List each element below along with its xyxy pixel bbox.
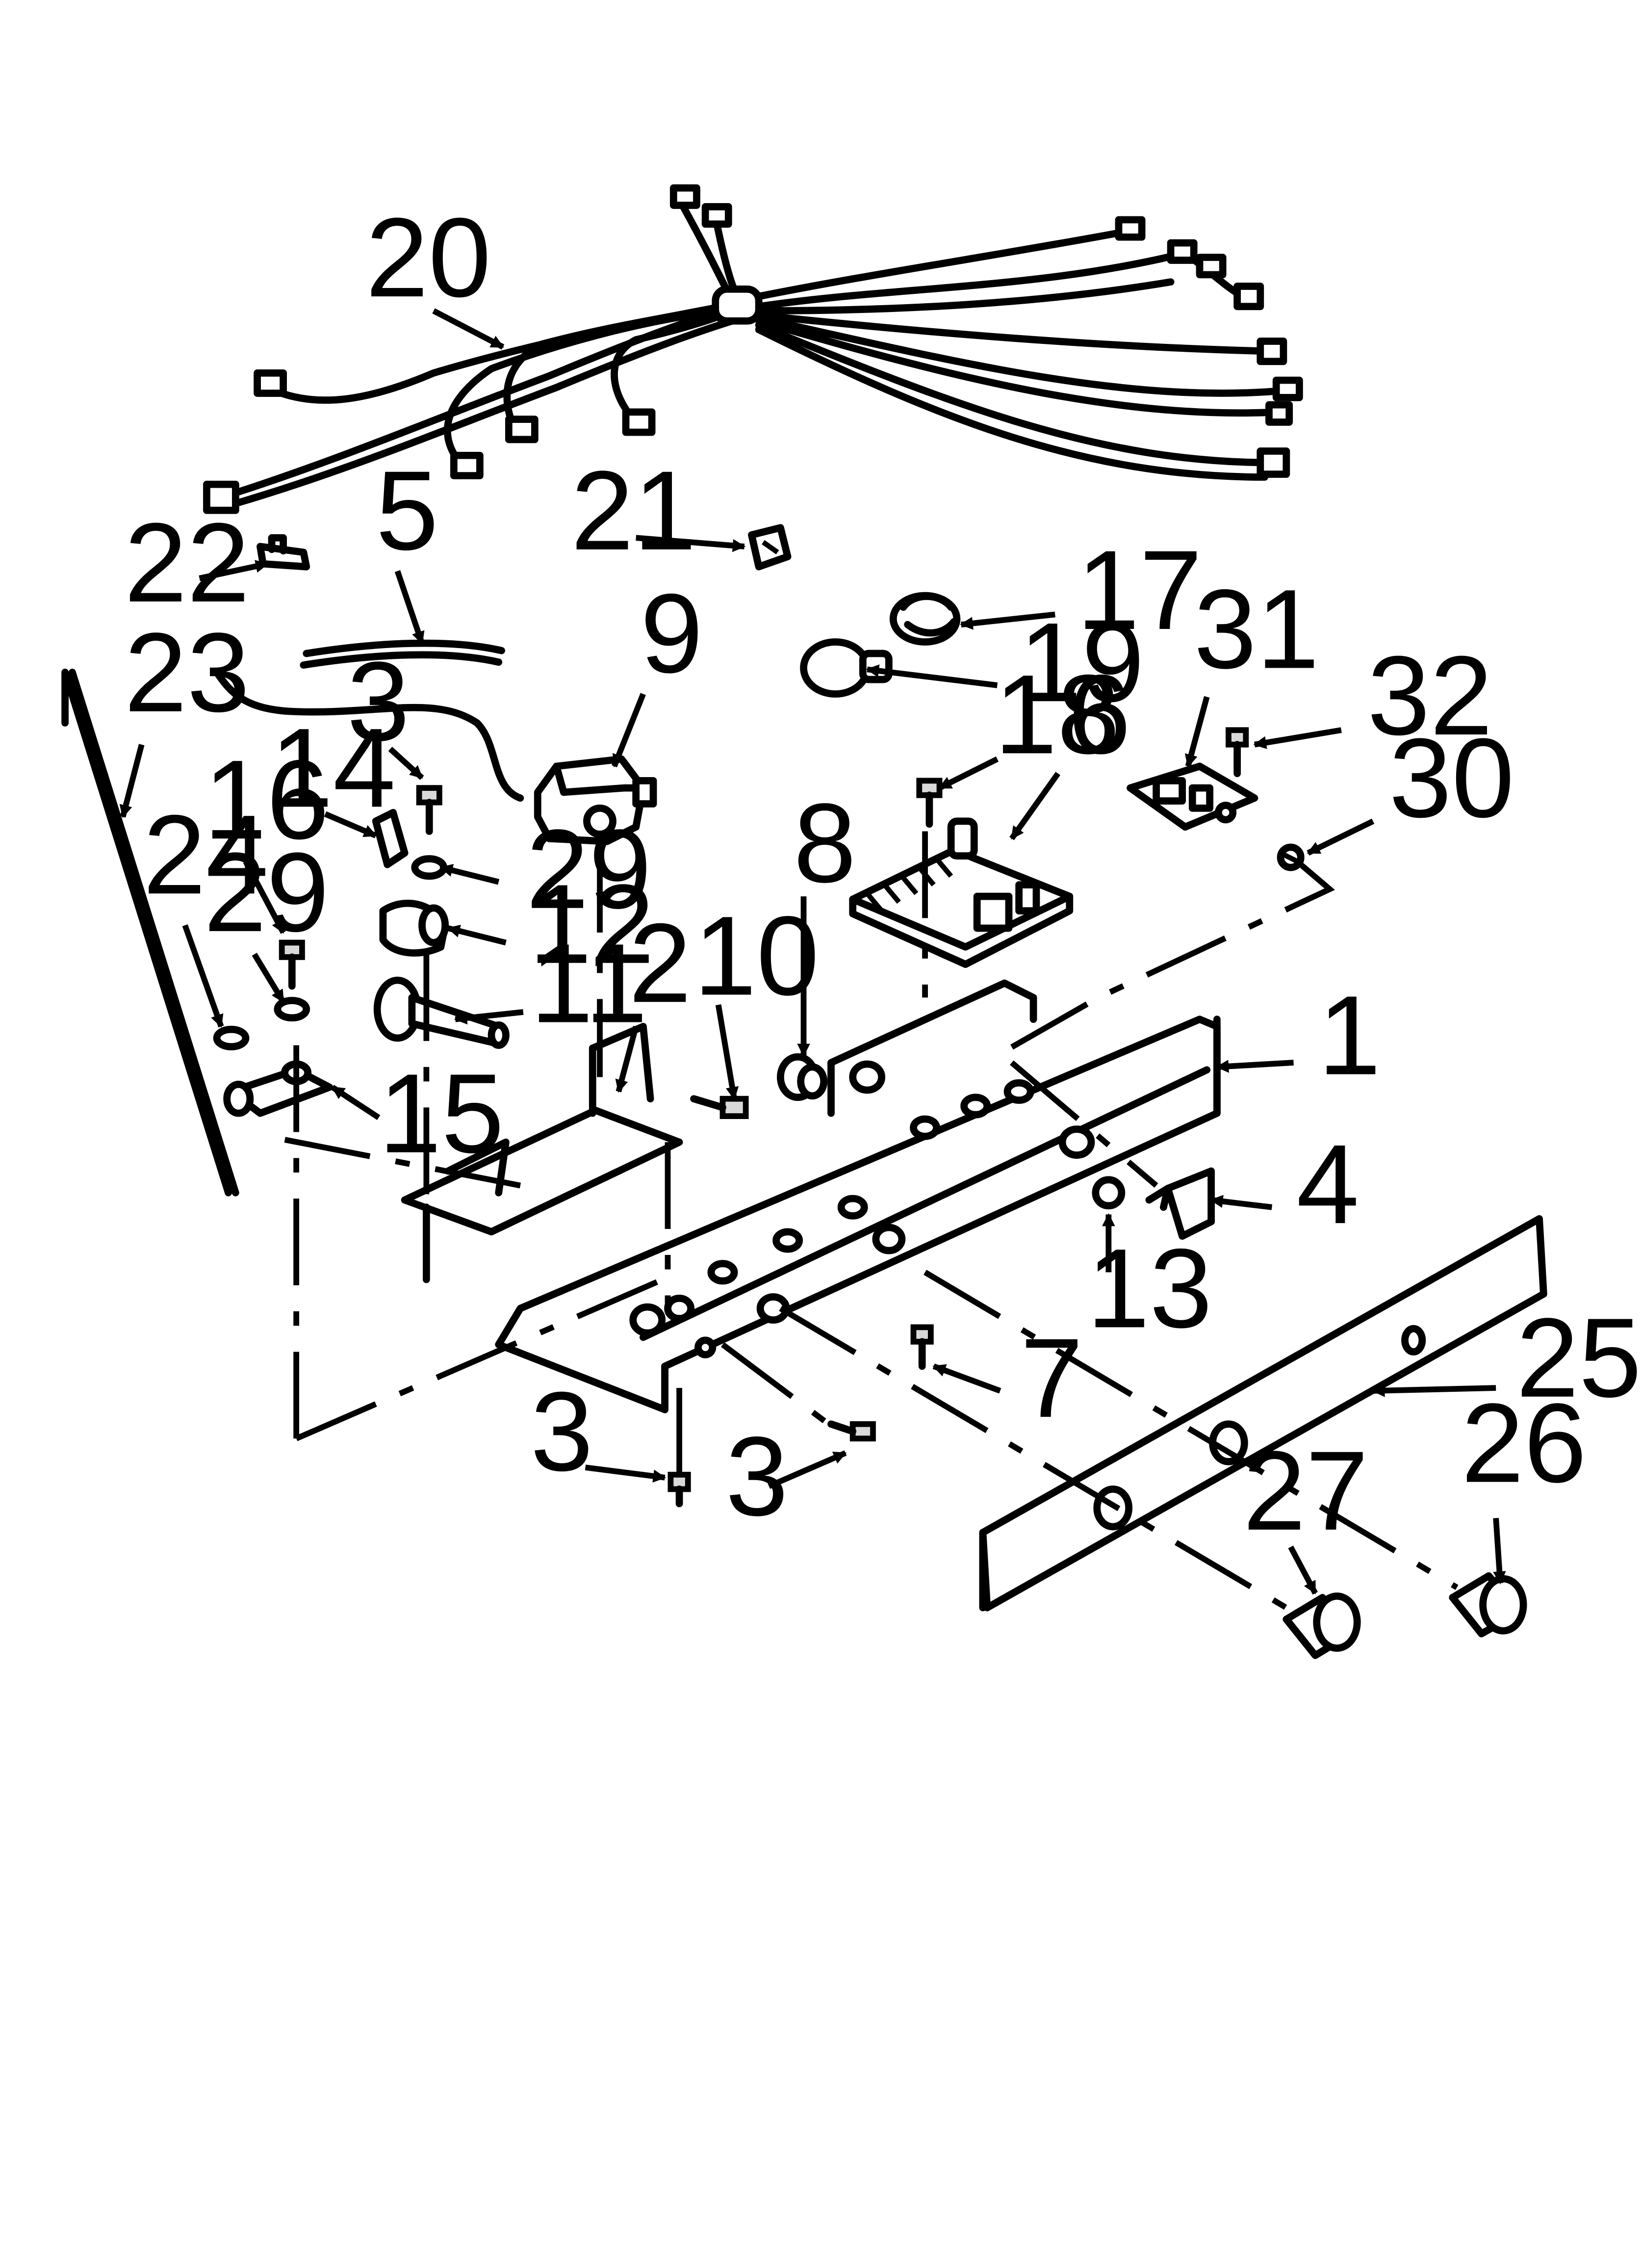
tube-part: [213, 639, 524, 802]
callout-24: 24: [143, 791, 269, 917]
callout-27: 27: [1243, 1428, 1368, 1554]
bracket-part-12: [379, 900, 449, 957]
callout-11: 11: [531, 920, 648, 1046]
callout-19: 19: [1019, 599, 1145, 725]
callout-3-bottom-right: 3: [725, 1413, 788, 1539]
callout-23: 23: [124, 609, 250, 735]
bracket-part-14: [372, 808, 409, 868]
clip-part: [257, 534, 310, 571]
callout-1: 1: [1318, 972, 1381, 1098]
callout-2: 2: [629, 900, 692, 1026]
callout-31: 31: [1194, 566, 1319, 692]
callout-3-top: 3: [347, 638, 410, 764]
callout-10: 10: [694, 893, 820, 1019]
screw-part-32: [1226, 727, 1249, 778]
callout-5: 5: [376, 447, 438, 574]
lamp-socket-part: [889, 592, 961, 646]
callout-arrows: [119, 308, 1506, 1595]
wire-harness: [203, 184, 1303, 514]
control-housing-part: [495, 979, 1221, 1413]
screw-part-3c: [827, 1420, 876, 1442]
screw-part-7: [910, 1324, 934, 1370]
screw-part-3a: [416, 785, 442, 835]
grommet-part-8: [777, 1053, 828, 1101]
washer-part-24: [213, 1025, 250, 1050]
screw-part-3b: [667, 1472, 691, 1508]
callout-6: 6: [1068, 651, 1131, 777]
callout-4: 4: [1296, 1121, 1359, 1247]
callout-29-left: 29: [204, 829, 330, 955]
callout-15: 15: [379, 1050, 504, 1176]
arm-part-15: [223, 1060, 334, 1117]
callout-3-bottom-left: 3: [531, 1368, 593, 1494]
assembly-lines: [259, 831, 1459, 1615]
callout-21: 21: [571, 447, 696, 574]
callout-7: 7: [1021, 1315, 1083, 1441]
callout-26: 26: [1461, 1380, 1587, 1506]
washer-part-29a: [411, 855, 448, 880]
callout-9: 9: [641, 570, 703, 696]
wire-clip-part: [748, 524, 792, 571]
button-part-13: [1092, 1176, 1126, 1210]
screw-part-16: [279, 939, 305, 990]
callout-20: 20: [366, 194, 491, 320]
control-part: [534, 755, 657, 845]
callout-25: 25: [1516, 1295, 1642, 1421]
knob-part-27: [1283, 1592, 1361, 1659]
callout-16: 16: [204, 736, 330, 862]
callout-32: 32: [1367, 632, 1493, 758]
callout-labels: 20 21 22 5 17 19 9 31 32 30 23 3 14 16 2…: [124, 194, 1642, 1554]
callout-8: 8: [794, 780, 856, 906]
callout-29-right: 29: [526, 806, 652, 932]
callout-14: 14: [270, 704, 396, 831]
callout-22: 22: [124, 499, 250, 626]
callout-17: 17: [1077, 527, 1203, 653]
switch-part-4: [1145, 1167, 1215, 1240]
screw-part-18: [916, 778, 943, 828]
switch-board-part: [1127, 762, 1258, 831]
knob-part-26: [1449, 1572, 1527, 1638]
callout-30: 30: [1389, 715, 1514, 841]
clip-part-30: [1277, 843, 1305, 871]
callout-13: 13: [1087, 1225, 1212, 1351]
rod-part: [61, 668, 239, 1197]
screw-part-10: [690, 1095, 749, 1119]
shaft-part-11: [373, 976, 510, 1049]
control-board-part: [849, 817, 1074, 968]
bracket-part-2: [401, 1023, 683, 1283]
washer-part-29b: [274, 996, 310, 1022]
callout-12: 12: [529, 861, 655, 987]
callout-18: 18: [995, 651, 1120, 777]
